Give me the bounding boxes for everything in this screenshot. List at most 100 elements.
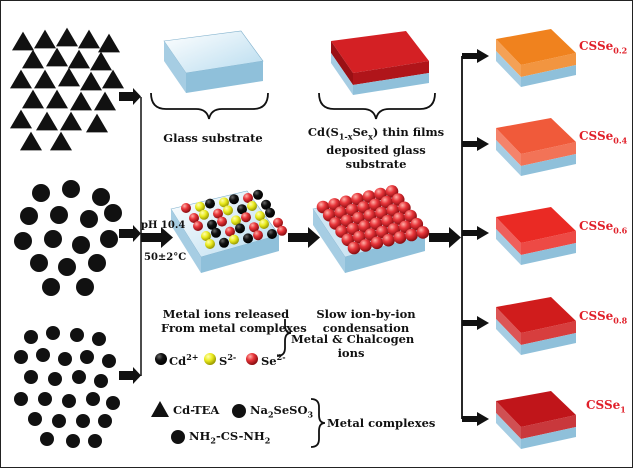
product-label-4-sub: 1 bbox=[620, 404, 626, 415]
mixed-ion bbox=[219, 237, 229, 248]
selenide-ion-glyph bbox=[246, 353, 258, 365]
mixed-ion bbox=[265, 207, 275, 218]
thiourea-dot bbox=[86, 392, 100, 406]
sodium-selenosulfate-dot bbox=[76, 278, 94, 296]
mixed-ion bbox=[247, 201, 257, 211]
product-label-2-base: CSSe bbox=[579, 219, 614, 233]
thiourea-dot bbox=[80, 350, 94, 364]
process-arrows bbox=[141, 227, 461, 248]
cd-tea-triangle bbox=[12, 31, 34, 51]
product-label-0: CSSe0.2 bbox=[579, 39, 627, 55]
mixed-ion bbox=[205, 239, 215, 249]
mixed-ion bbox=[195, 201, 205, 212]
thin-film-line-2: deposited glass bbox=[326, 143, 426, 158]
glass-substrate-block bbox=[163, 30, 264, 93]
mixed-ion bbox=[193, 221, 203, 231]
product-label-4: CSSe1 bbox=[586, 398, 626, 414]
sodium-selenosulfate-dot bbox=[104, 204, 122, 222]
thiourea-text-a: NH bbox=[189, 429, 211, 443]
lattice-sphere bbox=[382, 233, 395, 247]
cd-tea-triangle bbox=[22, 49, 44, 69]
condensation-label: Slow ion-by-ion condensation bbox=[311, 307, 421, 335]
thiourea-dot bbox=[48, 372, 62, 386]
sodium-selenosulfate-dot bbox=[20, 207, 38, 225]
cd-tea-triangle bbox=[78, 29, 100, 49]
mixed-ion bbox=[223, 205, 233, 216]
product-label-4-base: CSSe bbox=[586, 398, 621, 412]
sodium-selenosulfate-dot bbox=[88, 254, 106, 272]
product-label-3: CSSe0.8 bbox=[579, 309, 627, 325]
product-label-3-sub: 0.8 bbox=[613, 315, 628, 326]
ph-label: pH 10.4 bbox=[141, 220, 186, 231]
released-line-1: Metal ions released bbox=[162, 307, 290, 321]
na2seso3-legend: Na2SeSO3 bbox=[250, 403, 313, 419]
mixed-ion bbox=[235, 223, 245, 234]
product-films bbox=[496, 29, 576, 449]
mixed-ion bbox=[277, 225, 287, 236]
metal-complexes-label: Metal complexes bbox=[327, 416, 436, 430]
sulfide-ion-text: S bbox=[219, 353, 228, 368]
output-bus bbox=[461, 49, 489, 426]
precursor-arrows bbox=[119, 88, 142, 384]
thiourea-dot bbox=[58, 352, 72, 366]
thiourea-dot bbox=[98, 414, 112, 428]
sulfide-ion-charge: 2- bbox=[227, 352, 237, 362]
lattice-sphere bbox=[416, 226, 430, 239]
product-film-1 bbox=[496, 118, 576, 176]
thiourea-dot bbox=[46, 326, 60, 340]
cd-tea-triangle-cluster bbox=[10, 27, 124, 151]
cd-tea-triangle bbox=[70, 91, 92, 111]
cd-tea-triangle bbox=[80, 71, 102, 91]
mixed-ion bbox=[253, 230, 263, 241]
selenide-ion-legend: Se2- bbox=[261, 352, 286, 368]
cd-tea-triangle bbox=[46, 89, 68, 109]
selenide-ion-text: Se bbox=[261, 353, 277, 368]
mixed-ion bbox=[217, 216, 227, 227]
product-label-0-base: CSSe bbox=[579, 39, 614, 53]
cd-tea-triangle bbox=[46, 47, 68, 67]
mixed-ion bbox=[213, 208, 223, 219]
thiourea-dot bbox=[36, 348, 50, 362]
mixed-ion bbox=[211, 227, 221, 238]
thiourea-text-b: -CS-NH bbox=[215, 429, 265, 443]
cd-tea-triangle bbox=[102, 69, 124, 89]
sodium-selenosulfate-dot bbox=[80, 210, 98, 228]
product-label-1-sub: 0.4 bbox=[613, 135, 628, 146]
selenide-ion-charge: 2- bbox=[276, 352, 286, 362]
thiourea-sub-b: 2 bbox=[264, 435, 271, 446]
thiourea-dot bbox=[14, 350, 28, 364]
mixed-ion bbox=[225, 226, 235, 237]
braces bbox=[150, 92, 436, 448]
cd-tea-triangle bbox=[58, 67, 80, 87]
thin-film-label: Cd(S1-xSex) thin films deposited glass s… bbox=[301, 125, 451, 171]
thiourea-dot bbox=[62, 394, 76, 408]
thiourea-dot bbox=[40, 432, 54, 446]
thiourea-dot bbox=[66, 434, 80, 448]
cd-ion-legend: Cd2+ bbox=[169, 352, 198, 368]
cd-tea-triangle bbox=[86, 113, 108, 133]
metal-ions-released-label: Metal ions released From metal complexes bbox=[161, 307, 307, 335]
thin-film-sub-b: x bbox=[368, 131, 373, 142]
mixed-ion bbox=[255, 211, 265, 221]
sodium-selenosulfate-dot bbox=[62, 180, 80, 198]
product-film-2 bbox=[496, 207, 576, 265]
mixed-ion bbox=[243, 233, 253, 244]
mixed-ion bbox=[219, 197, 229, 208]
thiourea-sub-a: 2 bbox=[210, 435, 216, 446]
sodium-selenosulfate-dot bbox=[50, 206, 68, 224]
cd-tea-triangle bbox=[10, 69, 32, 89]
condensation-slab bbox=[312, 185, 430, 273]
thiourea-dot bbox=[94, 374, 108, 388]
legend-glyphs bbox=[151, 353, 258, 444]
product-label-1-base: CSSe bbox=[579, 129, 614, 143]
product-film-4 bbox=[496, 391, 576, 449]
cd-tea-triangle bbox=[94, 91, 116, 111]
product-label-1: CSSe0.4 bbox=[579, 129, 627, 145]
mixed-ion bbox=[201, 231, 211, 241]
temperature-label: 50±2°C bbox=[144, 252, 187, 263]
mixed-ion bbox=[207, 219, 217, 230]
lattice-sphere bbox=[393, 231, 407, 244]
lattice-sphere bbox=[370, 236, 384, 250]
